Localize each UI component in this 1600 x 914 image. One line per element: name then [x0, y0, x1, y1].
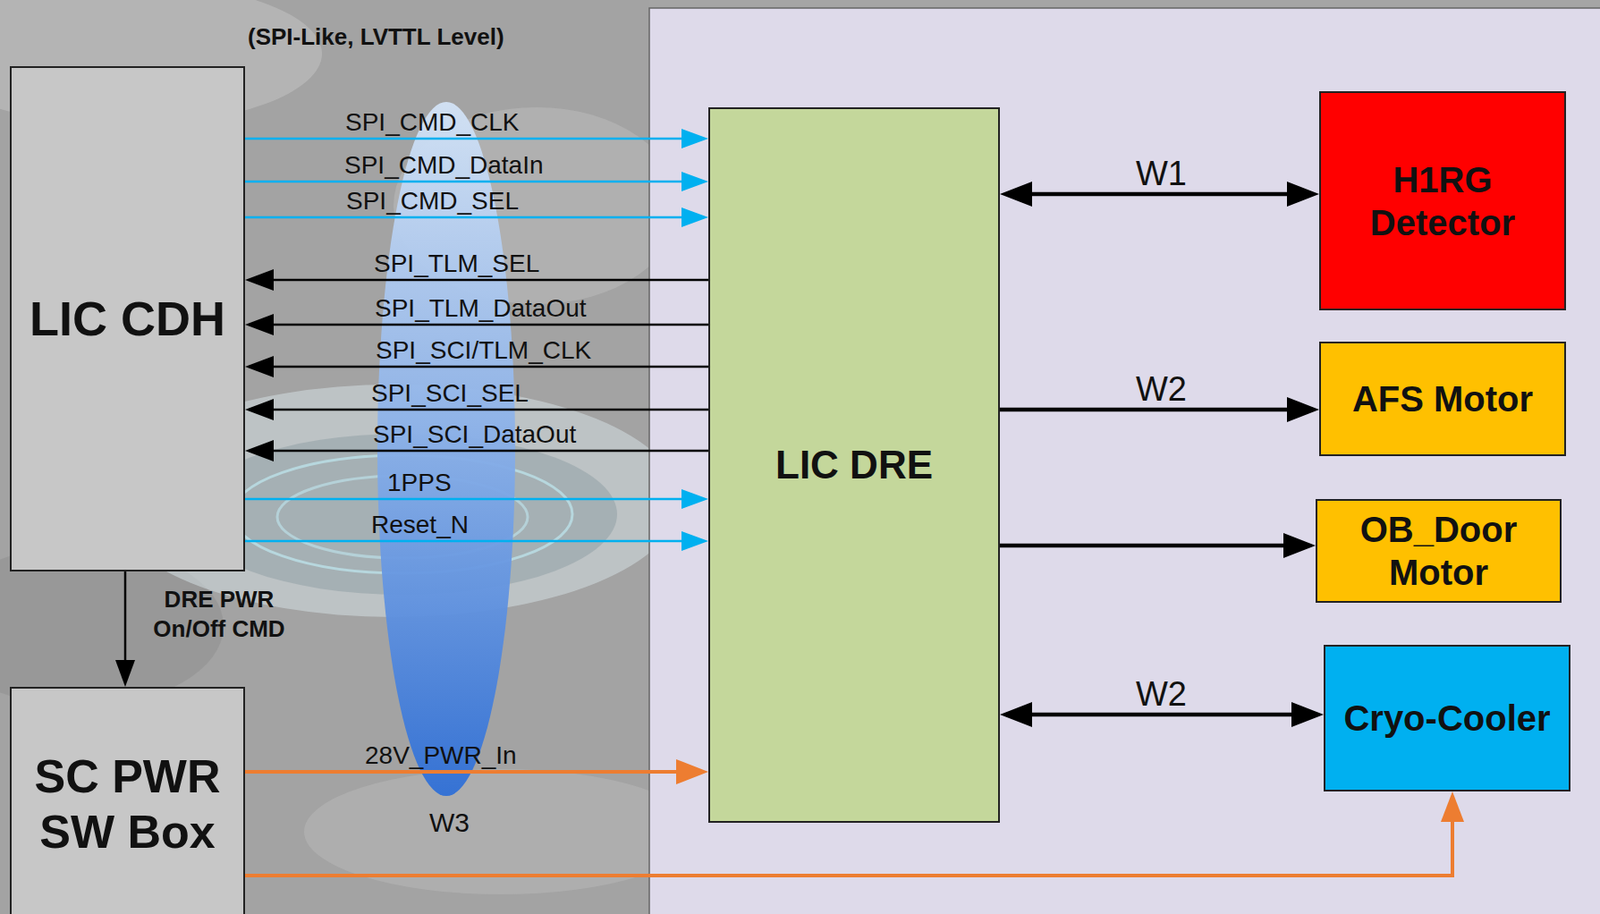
arrow-head [245, 440, 274, 462]
arrow-head [245, 355, 274, 378]
arrow-head [681, 171, 709, 192]
signal-label: SPI_CMD_DataIn [344, 152, 544, 178]
connector [115, 571, 136, 687]
signal-label: SPI_CMD_CLK [345, 110, 520, 136]
arrow-head [1283, 533, 1316, 559]
arrow-head [999, 702, 1033, 728]
connector-line [999, 543, 1290, 549]
unit-box: LIC CDH [9, 66, 246, 572]
arrow-head [681, 531, 709, 551]
node-label: SC PWR SW Box [18, 748, 237, 861]
arrow-head [1286, 181, 1320, 207]
harness-number: W3 [429, 809, 470, 837]
arrow-head [681, 128, 709, 149]
signal-label: SPI_TLM_DataOut [374, 296, 587, 322]
unit-box: LIC DRE [708, 107, 1000, 823]
signal-label: SPI_SCI/TLM_CLK [375, 338, 592, 364]
arrow-head [681, 207, 709, 228]
instrument-panel [649, 8, 1600, 914]
motor-box: AFS Motor [1319, 341, 1567, 457]
wire-label: W1 [1135, 156, 1187, 191]
node-label: H1RG Detector [1328, 158, 1558, 245]
connector-line [245, 815, 1453, 876]
connector [245, 489, 709, 509]
wire-label: W2 [1135, 372, 1187, 407]
signal-label: 1PPS [387, 470, 452, 496]
power-box: SC PWR SW Box [9, 686, 246, 914]
connector-line [245, 137, 687, 141]
node-label: LIC DRE [775, 441, 933, 490]
arrow-head [999, 181, 1033, 207]
signal-label: SPI_TLM_SEL [373, 251, 540, 277]
connector-line [268, 279, 709, 282]
command-label: DRE PWR On/Off CMD [134, 584, 305, 644]
connector-line [245, 216, 687, 220]
arrow-head [115, 660, 136, 687]
motor-box: OB_Door Motor [1315, 499, 1562, 603]
node-label: AFS Motor [1352, 377, 1533, 421]
connector-line [245, 540, 687, 543]
connector [999, 533, 1316, 559]
arrow-head [245, 313, 274, 336]
connector-line [124, 571, 127, 666]
arrow-head [245, 269, 274, 291]
connector [245, 531, 709, 551]
connector-line [1025, 712, 1298, 718]
connector-line [268, 365, 709, 369]
detector-box: H1RG Detector [1319, 91, 1567, 311]
connector-line [268, 408, 709, 412]
signal-label: SPI_SCI_DataOut [372, 422, 576, 448]
connector-line [245, 180, 687, 184]
node-label: OB_Door Motor [1324, 507, 1553, 594]
signal-label: 28V_PWR_In [364, 743, 517, 769]
arrow-head [245, 398, 274, 421]
connector-line [268, 323, 709, 327]
arrow-head [1286, 397, 1320, 423]
node-label: LIC CDH [29, 289, 226, 348]
connector-line [268, 449, 709, 453]
signal-label: Reset_N [371, 512, 469, 538]
connector-line [1025, 192, 1294, 197]
connector-line [999, 407, 1294, 413]
arrow-head [1440, 791, 1465, 822]
signal-label: SPI_SCI_SEL [371, 380, 529, 407]
bus-note: (SPI-Like, LVTTL Level) [247, 25, 505, 49]
cooler-box: Cryo-Cooler [1323, 644, 1571, 792]
wire-label: W2 [1135, 677, 1187, 712]
node-label: Cryo-Cooler [1343, 696, 1550, 740]
connector-line [245, 770, 683, 774]
connector-line [245, 498, 687, 501]
arrow-head [1291, 702, 1324, 728]
signal-label: SPI_CMD_SEL [346, 188, 519, 214]
arrow-head [676, 759, 709, 785]
arrow-head [681, 489, 709, 509]
